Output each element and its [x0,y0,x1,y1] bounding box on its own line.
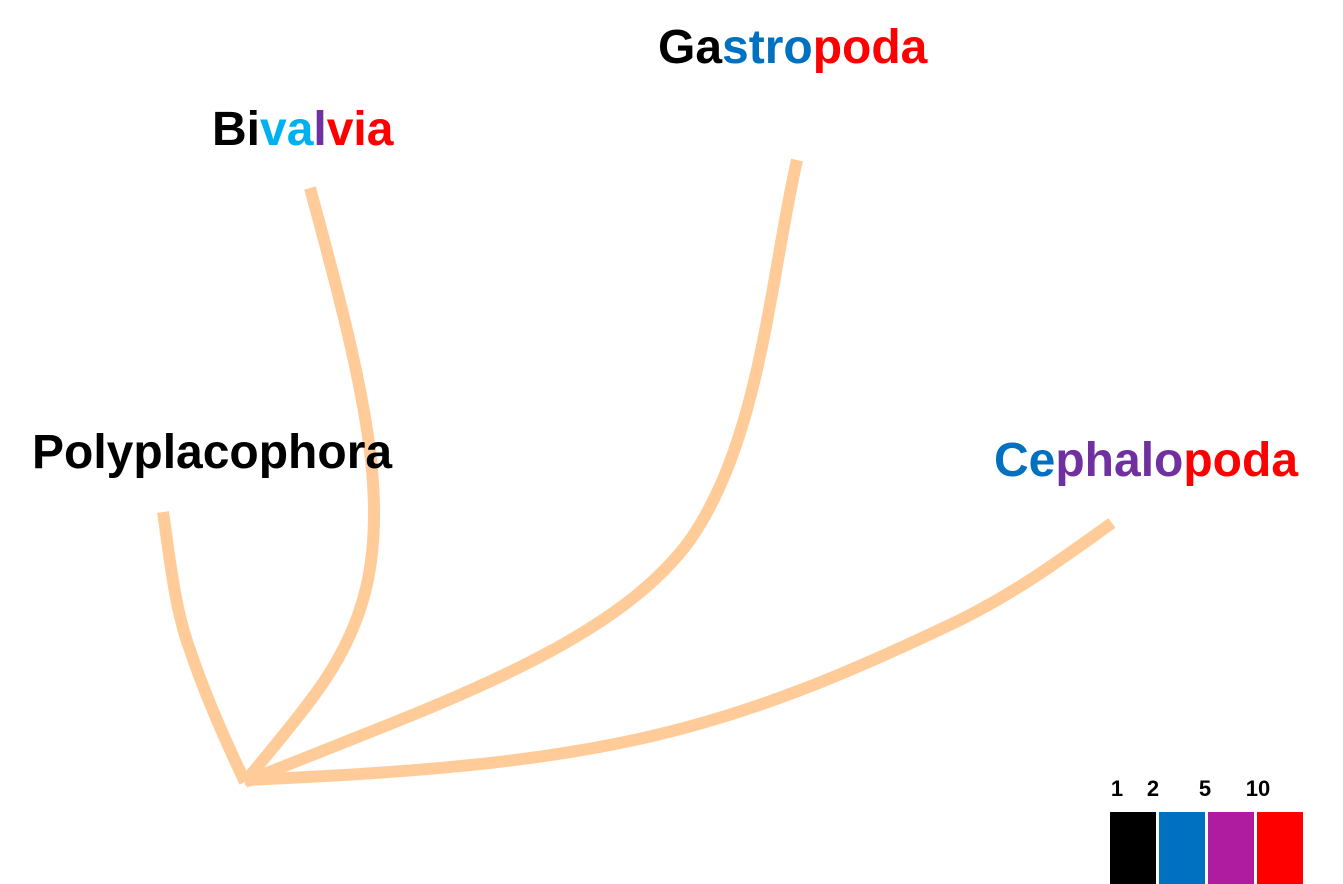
taxon-bivalvia-segment-3: via [326,103,394,156]
taxon-cephalopoda: Cephalopoda [994,437,1298,485]
taxon-cephalopoda-segment-1: phalo [1055,434,1184,487]
taxon-gastropoda-segment-0: Ga [658,21,723,74]
legend-swatch-magenta [1208,812,1254,884]
taxon-polyplacophora: Polyplacophora [32,429,392,477]
branch-bivalvia [240,186,381,786]
legend-swatch-blue [1159,812,1205,884]
taxon-bivalvia-segment-0: Bi [212,103,260,156]
legend-label-10: 10 [1245,776,1271,801]
taxon-gastropoda-segment-2: poda [812,21,928,74]
taxon-gastropoda: Gastropoda [658,24,927,72]
color-scale-legend: 1 2 5 10 [1110,778,1303,884]
branch-gastropoda [242,158,803,788]
taxon-bivalvia-segment-2: l [313,103,327,156]
branch-cephalopoda [244,518,1116,786]
legend-label-2: 2 [1146,776,1160,801]
legend-label-1: 1 [1110,776,1124,801]
taxon-bivalvia: Bivalvia [212,106,393,154]
taxon-bivalvia-segment-1: va [260,103,314,156]
branch-polyplacophora [157,511,251,785]
taxon-cephalopoda-segment-2: poda [1183,434,1299,487]
taxon-polyplacophora-segment-0: Polyplacophora [32,426,393,479]
legend-swatch-red [1257,812,1303,884]
taxon-gastropoda-segment-1: stro [722,21,813,74]
taxon-cephalopoda-segment-0: Ce [994,434,1056,487]
legend-swatch-black [1110,812,1156,884]
legend-label-5: 5 [1198,776,1212,801]
